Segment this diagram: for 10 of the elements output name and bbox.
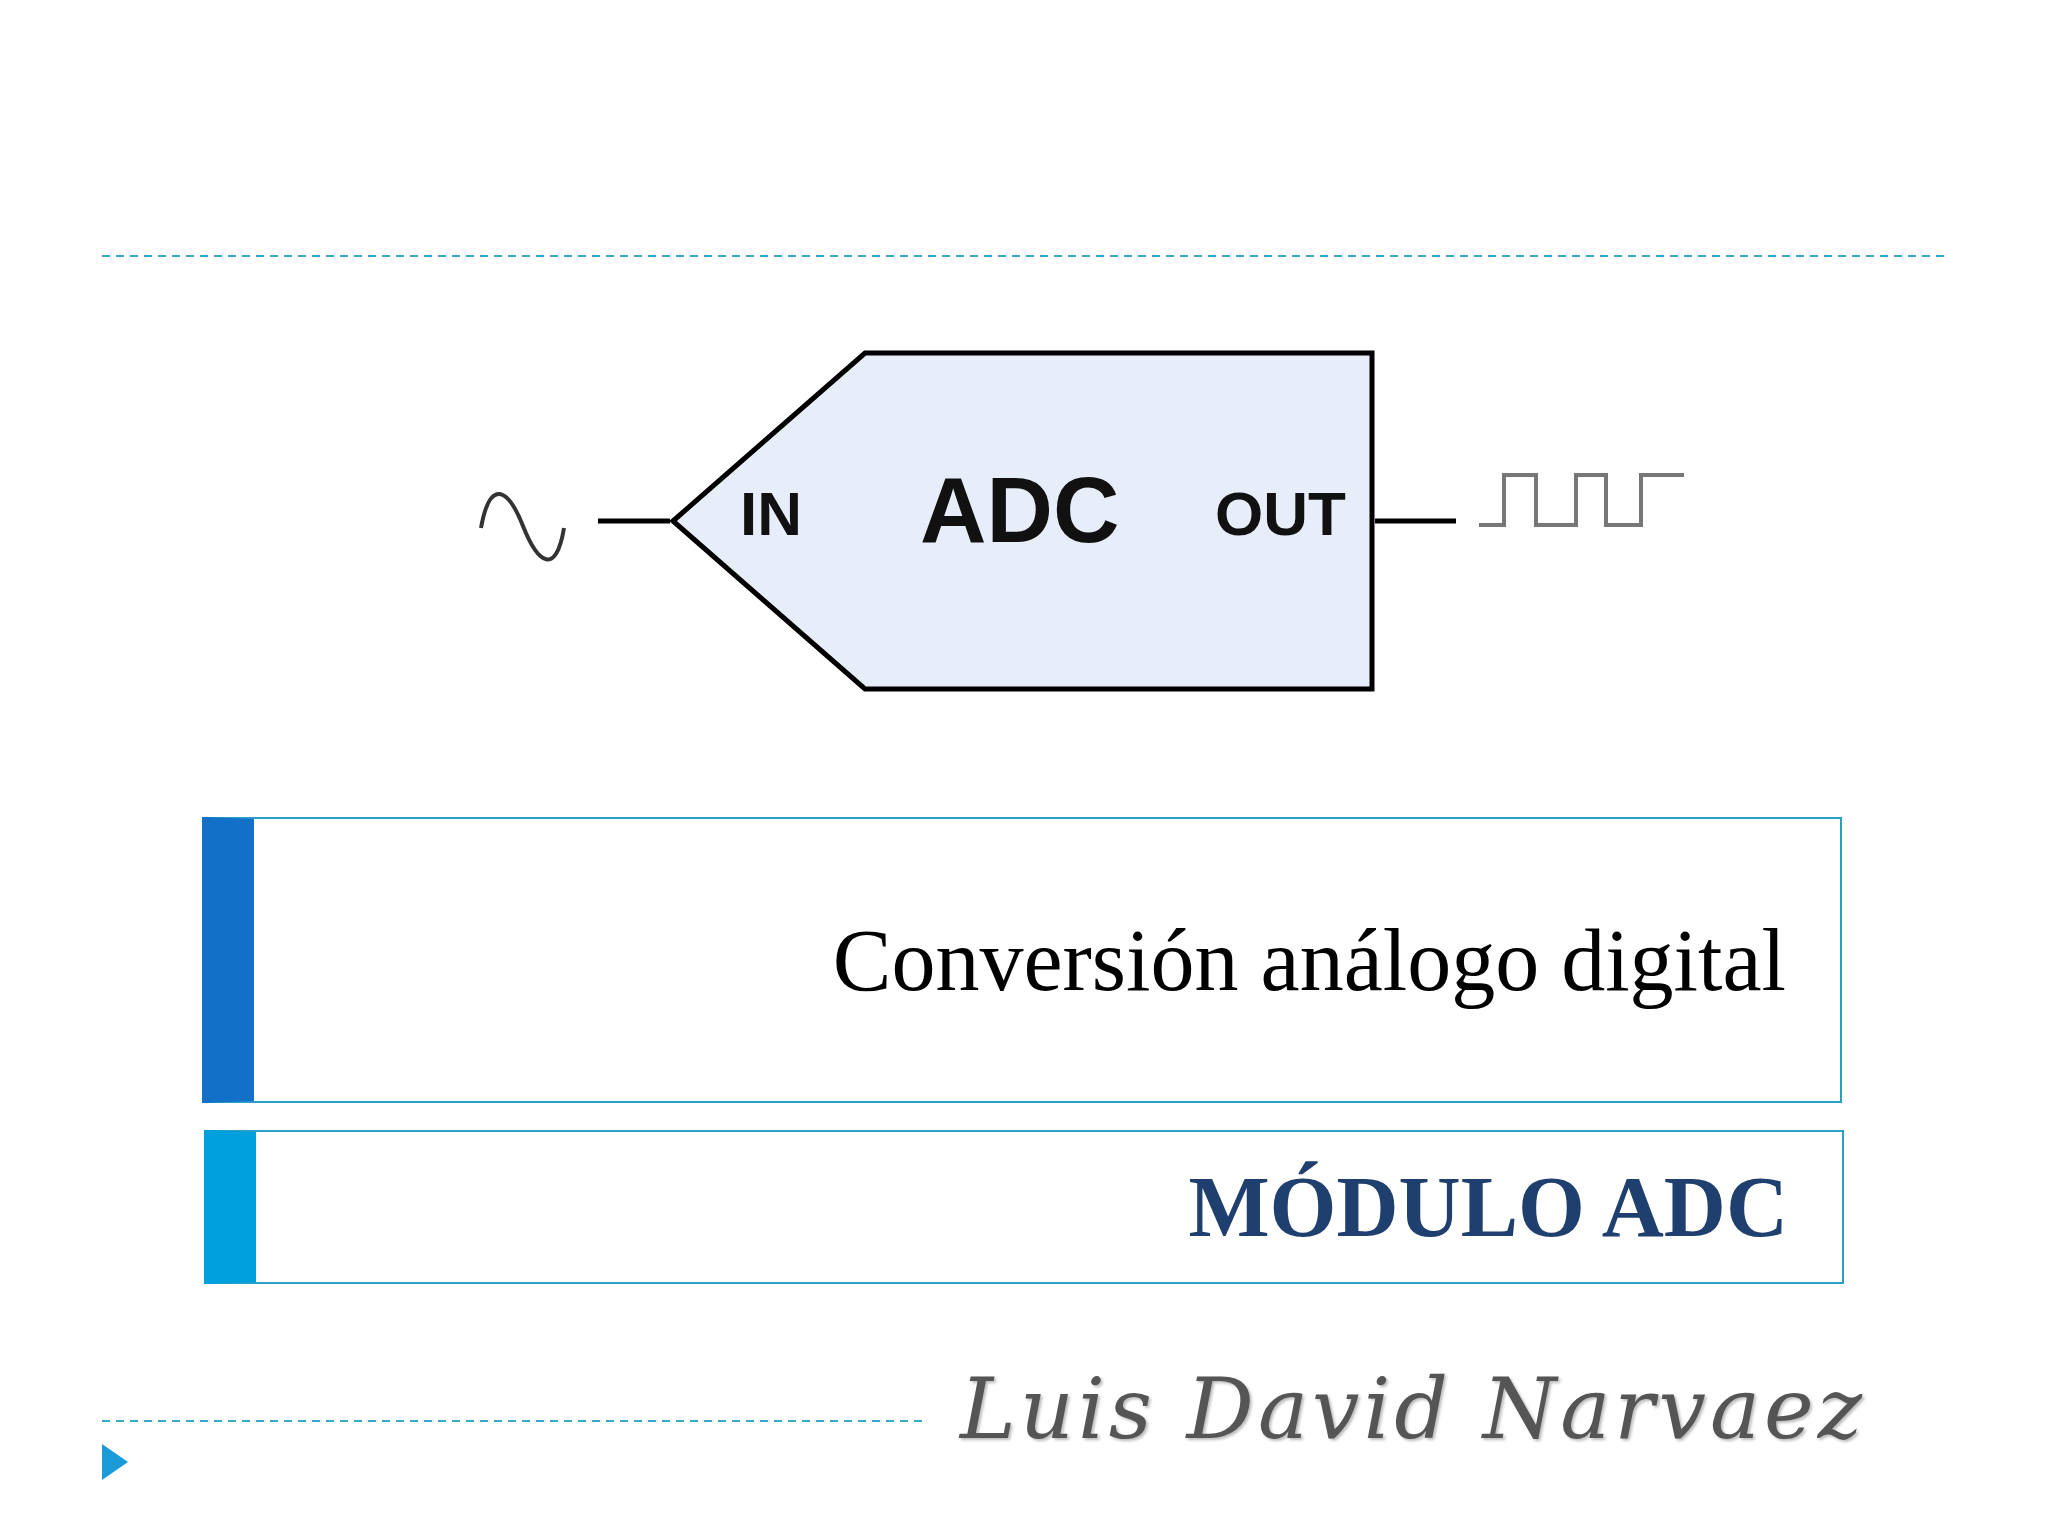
- slide-title: Conversión análogo digital: [832, 910, 1786, 1011]
- block-title: ADC: [920, 463, 1120, 556]
- title-band: [202, 817, 1842, 1103]
- port-label: OUT: [1215, 482, 1346, 545]
- port-label: IN: [740, 482, 802, 545]
- signal-line: [1375, 518, 1456, 524]
- signal-line: [598, 518, 670, 524]
- title-band: [204, 1130, 1844, 1284]
- slide-subtitle: MÓDULO ADC: [1188, 1158, 1788, 1257]
- signature: Luis David Narvaez: [960, 1360, 1866, 1458]
